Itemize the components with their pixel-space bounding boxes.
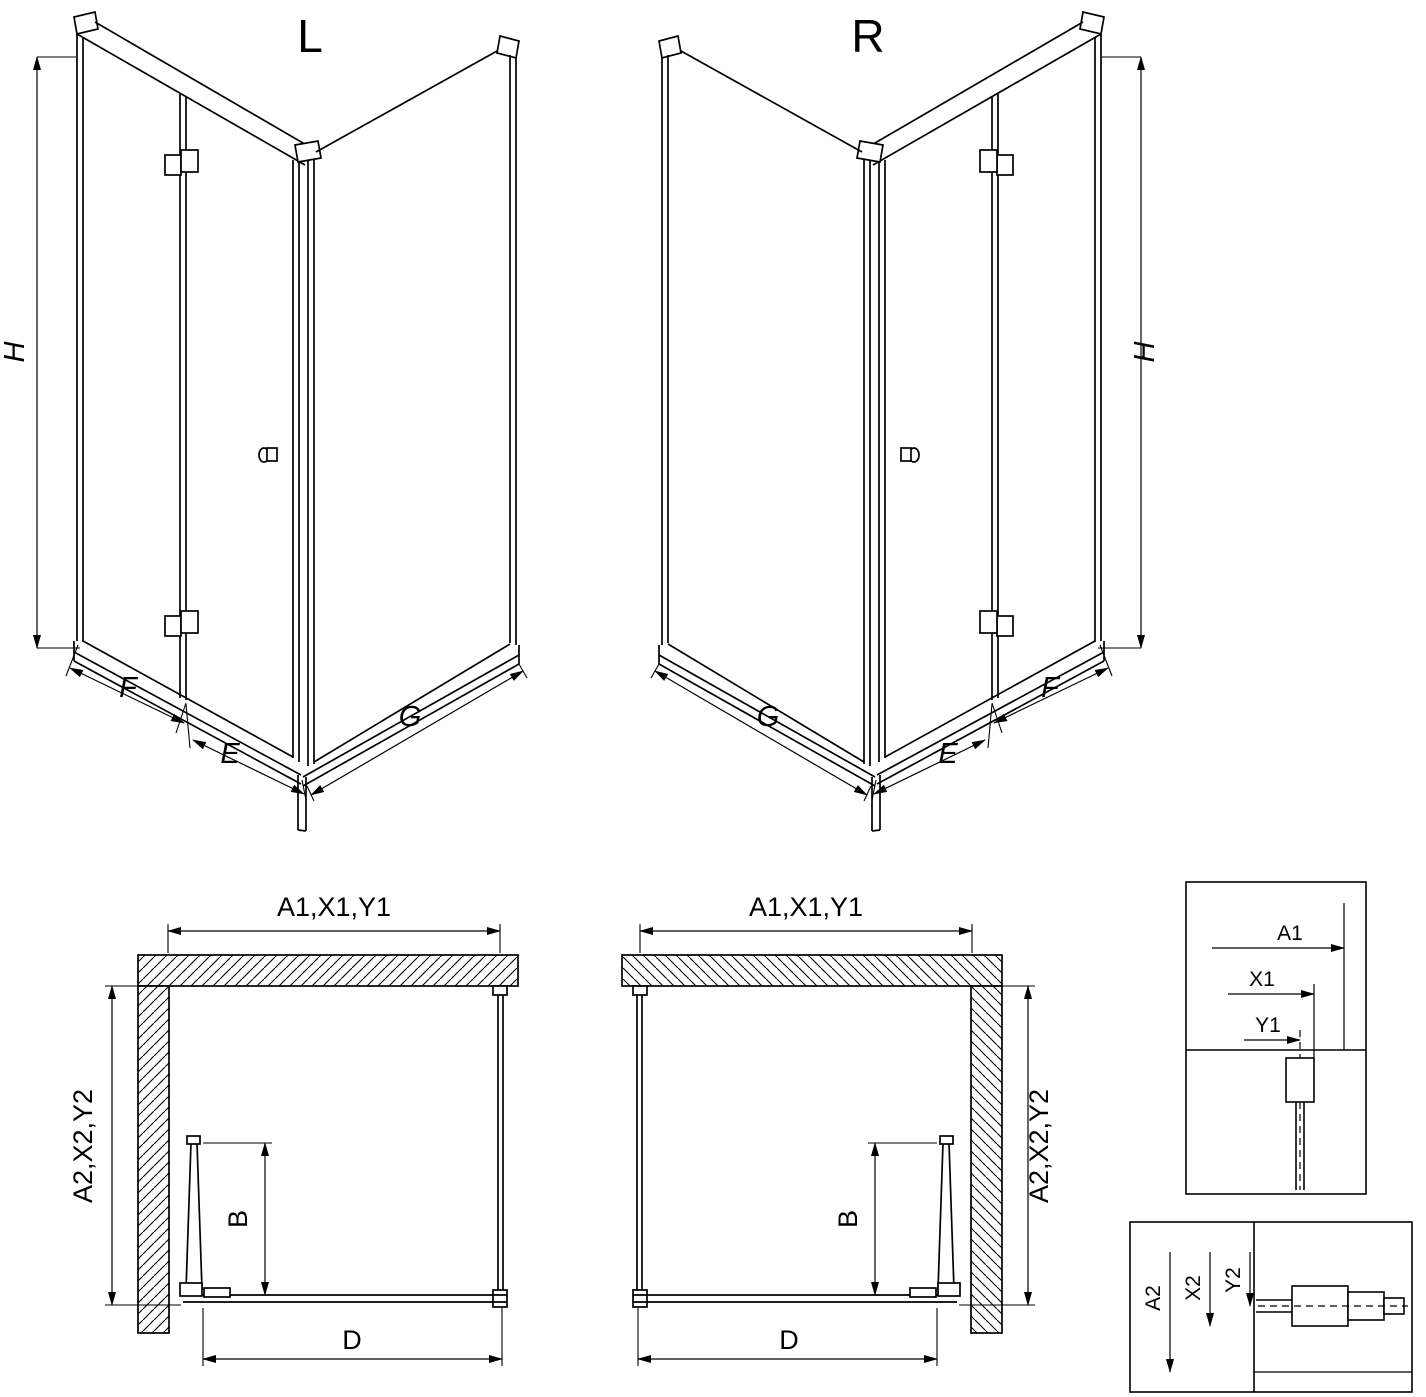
detail-depth-dim-y2: Y2	[1222, 1267, 1245, 1293]
plan-view-right	[622, 924, 1035, 1366]
iso-view-left	[37, 12, 527, 831]
detail-width-dim-y1: Y1	[1255, 1014, 1281, 1037]
detail-depth-box	[1129, 1221, 1413, 1393]
plan-left-dim-door-depth: B	[223, 1210, 253, 1228]
detail-width-box	[1185, 881, 1367, 1195]
iso-right-dim-height: H	[1129, 341, 1161, 362]
detail-depth-dim-x2: X2	[1182, 1275, 1205, 1301]
detail-depth-dim-a2: A2	[1142, 1285, 1165, 1311]
iso-left-dim-side-panel: G	[399, 701, 422, 733]
iso-left-dim-door-panel: F	[119, 672, 139, 704]
iso-right-dim-door-panel: F	[1041, 672, 1061, 704]
variant-label-right: R	[851, 10, 884, 62]
iso-view-right	[651, 12, 1141, 831]
iso-left-dim-door-width: E	[220, 738, 240, 770]
iso-right-dim-side-panel: G	[757, 701, 780, 733]
plan-right-dim-width-top: A1,X1,Y1	[749, 892, 863, 922]
plan-left-dim-width-bottom: D	[342, 1325, 362, 1355]
detail-width-dim-x1: X1	[1249, 968, 1275, 991]
plan-left-dim-depth-side: A2,X2,Y2	[68, 1089, 98, 1203]
detail-width-dim-a1: A1	[1277, 922, 1303, 945]
plan-right-dim-door-depth: B	[833, 1210, 863, 1228]
plan-left-dim-width-top: A1,X1,Y1	[277, 892, 391, 922]
iso-left-dim-height: H	[0, 341, 31, 362]
plan-right-dim-width-bottom: D	[779, 1325, 799, 1355]
plan-view-left	[105, 924, 518, 1366]
variant-label-left: L	[297, 10, 323, 62]
plan-right-dim-depth-side: A2,X2,Y2	[1024, 1089, 1054, 1203]
iso-right-dim-door-width: E	[938, 738, 958, 770]
